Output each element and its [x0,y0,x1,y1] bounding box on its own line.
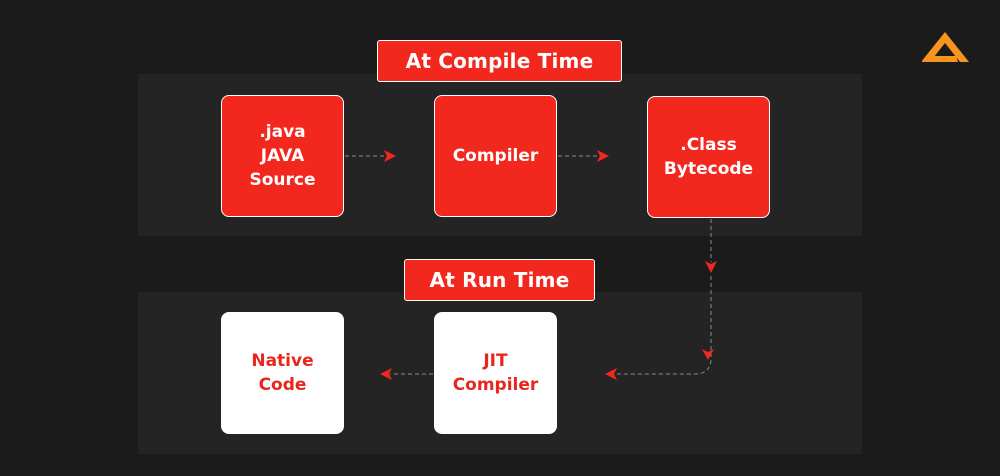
arrow-class-to-jit [615,276,712,375]
compiler-label: Compiler [452,146,539,166]
arrowhead-compiler [384,150,396,162]
java-source-label: .java JAVA Source [249,122,316,190]
native-code-label: Native Code [251,351,314,395]
class-bytecode-label: .Class Bytecode [663,135,754,179]
arrowhead-jit [605,368,617,380]
jit-compiler-box: JIT Compiler [434,312,557,434]
compile-time-title: At Compile Time [405,49,594,73]
arrowhead-into-jit-down [702,349,714,360]
run-time-label: At Run Time [404,259,595,301]
compiler-box: Compiler [434,95,557,217]
compile-time-label: At Compile Time [377,40,622,82]
class-bytecode-box: .Class Bytecode [647,96,770,218]
jit-compiler-label: JIT Compiler [452,351,539,395]
triangle-logo-icon [922,32,969,62]
arrowhead-native [380,368,392,380]
run-time-title: At Run Time [429,268,570,292]
arrowhead-class [597,150,609,162]
arrowhead-down [705,261,717,273]
java-source-box: .java JAVA Source [221,95,344,217]
native-code-box: Native Code [221,312,344,434]
